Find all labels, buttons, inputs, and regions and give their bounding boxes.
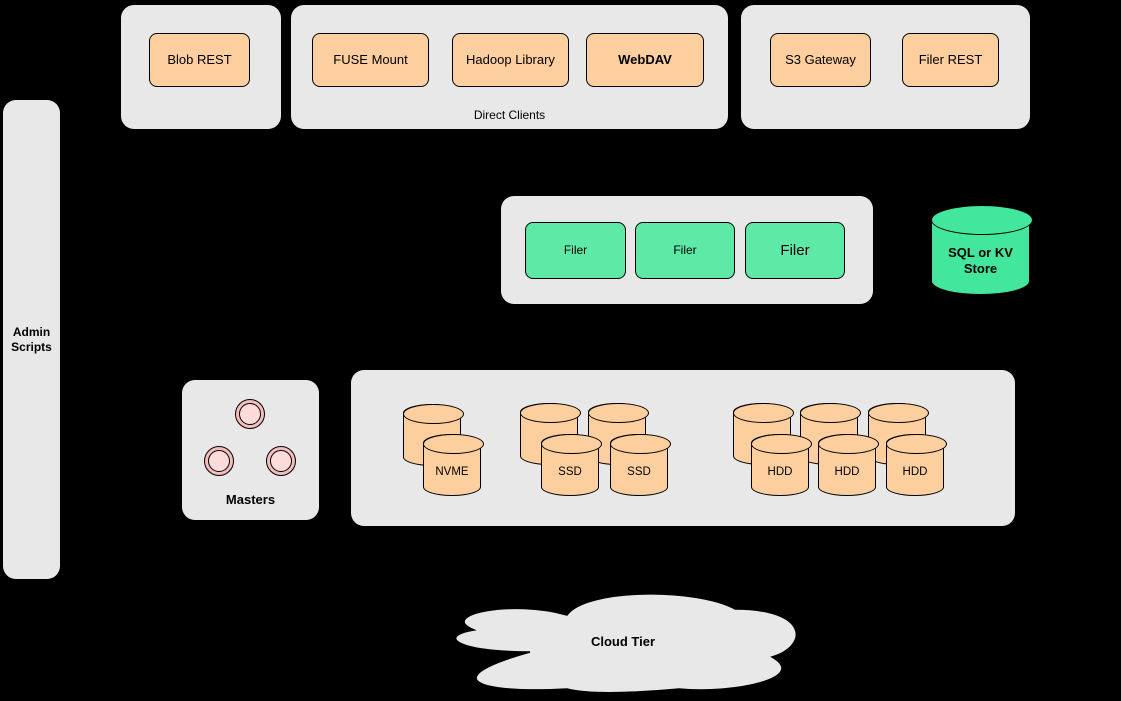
nvme-label: NVME: [435, 466, 469, 479]
cloud-tier-label: Cloud Tier: [590, 633, 656, 649]
blob-group: Blob REST: [121, 5, 281, 129]
filer-node-2: Filer: [635, 222, 735, 279]
gateway-group: S3 Gateway Filer REST: [741, 5, 1030, 129]
direct-clients-group: FUSE Mount Hadoop Library WebDAV Direct …: [291, 5, 728, 129]
hdd-label-2: HDD: [834, 466, 860, 479]
ssd-label-1: SSD: [558, 466, 582, 479]
nvme-cylinder-icon: NVME: [422, 433, 484, 496]
cloud-tier-node: Cloud Tier: [435, 586, 811, 696]
ssd-cylinder-icon-2: SSD: [609, 433, 671, 496]
hadoop-library-node: Hadoop Library: [452, 33, 569, 87]
hdd-cylinder-icon-2: HDD: [817, 433, 879, 496]
ssd-label-2: SSD: [627, 466, 651, 479]
masters-label: Masters: [225, 492, 276, 507]
sql-kv-store-cylinder: SQL or KV Store: [930, 204, 1033, 295]
blob-rest-node: Blob REST: [149, 33, 250, 87]
hdd-cylinder-icon-3: HDD: [885, 433, 947, 496]
filer-group: Filer Filer Filer: [501, 196, 873, 304]
admin-scripts-panel: Admin Scripts: [3, 100, 60, 579]
direct-clients-label: Direct Clients: [473, 108, 546, 122]
webdav-node: WebDAV: [586, 33, 704, 87]
hdd-cylinder-icon-1: HDD: [750, 433, 812, 496]
sql-kv-store-label: SQL or KV Store: [948, 244, 1013, 276]
hdd-label-3: HDD: [902, 466, 928, 479]
filer-rest-node: Filer REST: [902, 33, 999, 87]
master-circle-icon-3: [266, 446, 296, 476]
ssd-cylinder-icon-1: SSD: [540, 433, 602, 496]
masters-group: Masters: [182, 380, 319, 520]
filer-node-1: Filer: [525, 222, 626, 279]
master-circle-icon-1: [235, 399, 265, 429]
hdd-label-1: HDD: [767, 466, 793, 479]
fuse-mount-node: FUSE Mount: [312, 33, 429, 87]
s3-gateway-node: S3 Gateway: [770, 33, 871, 87]
admin-scripts-label: Admin Scripts: [11, 324, 52, 354]
cloud-icon: [454, 593, 797, 694]
master-circle-icon-2: [204, 446, 234, 476]
filer-node-3: Filer: [745, 222, 845, 279]
volume-servers-group: NVME SSD SSD HDD HDD HDD: [351, 370, 1015, 526]
